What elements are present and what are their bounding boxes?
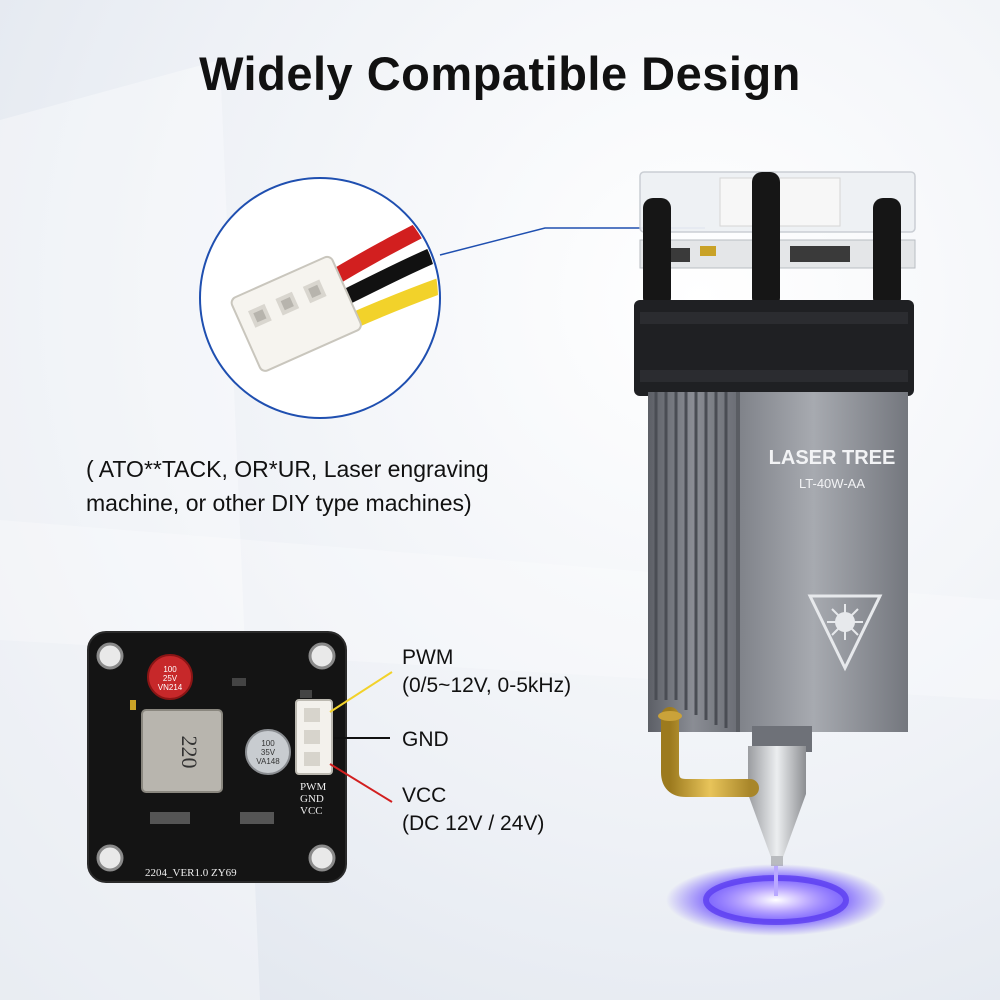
- compatibility-note-line-1: ( ATO**TACK, OR*UR, Laser engraving: [86, 456, 489, 482]
- vcc-name: VCC: [402, 784, 447, 807]
- silk-pwm: PWM: [300, 781, 327, 793]
- vcc-leader-line: [329, 763, 393, 803]
- compatibility-note-line-2: machine, or other DIY type machines): [86, 490, 472, 516]
- silk-vcc: VCC: [300, 805, 323, 817]
- module-model: LT-40W-AA: [799, 476, 865, 491]
- laser-glow: [666, 864, 886, 936]
- laser-module: [634, 171, 916, 936]
- vcc-label: VCC (DC 12V / 24V): [402, 782, 544, 838]
- capacitor-2-value: 100: [261, 739, 275, 748]
- silk-gnd: GND: [300, 793, 324, 805]
- pwm-leader-line: [329, 671, 393, 713]
- pwm-label: PWM (0/5~12V, 0-5kHz): [402, 644, 571, 700]
- inductor-label: 220: [177, 736, 202, 769]
- capacitor-1-voltage: 25V: [163, 674, 178, 683]
- pwm-spec: (0/5~12V, 0-5kHz): [402, 674, 572, 697]
- compatibility-note: ( ATO**TACK, OR*UR, Laser engraving mach…: [86, 452, 556, 520]
- capacitor-2-voltage: 35V: [261, 748, 276, 757]
- capacitor-1-code: VN214: [158, 683, 183, 692]
- connector-callout: [199, 177, 705, 419]
- capacitor-2-code: VA148: [256, 757, 280, 766]
- vcc-spec: (DC 12V / 24V): [402, 812, 545, 835]
- module-brand: LASER TREE: [769, 447, 896, 469]
- capacitor-1-value: 100: [163, 665, 177, 674]
- driver-board: [87, 631, 347, 883]
- pwm-name: PWM: [402, 646, 454, 669]
- board-version: 2204_VER1.0 ZY69: [145, 867, 237, 879]
- gnd-label: GND: [402, 728, 449, 751]
- page-title: Widely Compatible Design: [199, 47, 801, 100]
